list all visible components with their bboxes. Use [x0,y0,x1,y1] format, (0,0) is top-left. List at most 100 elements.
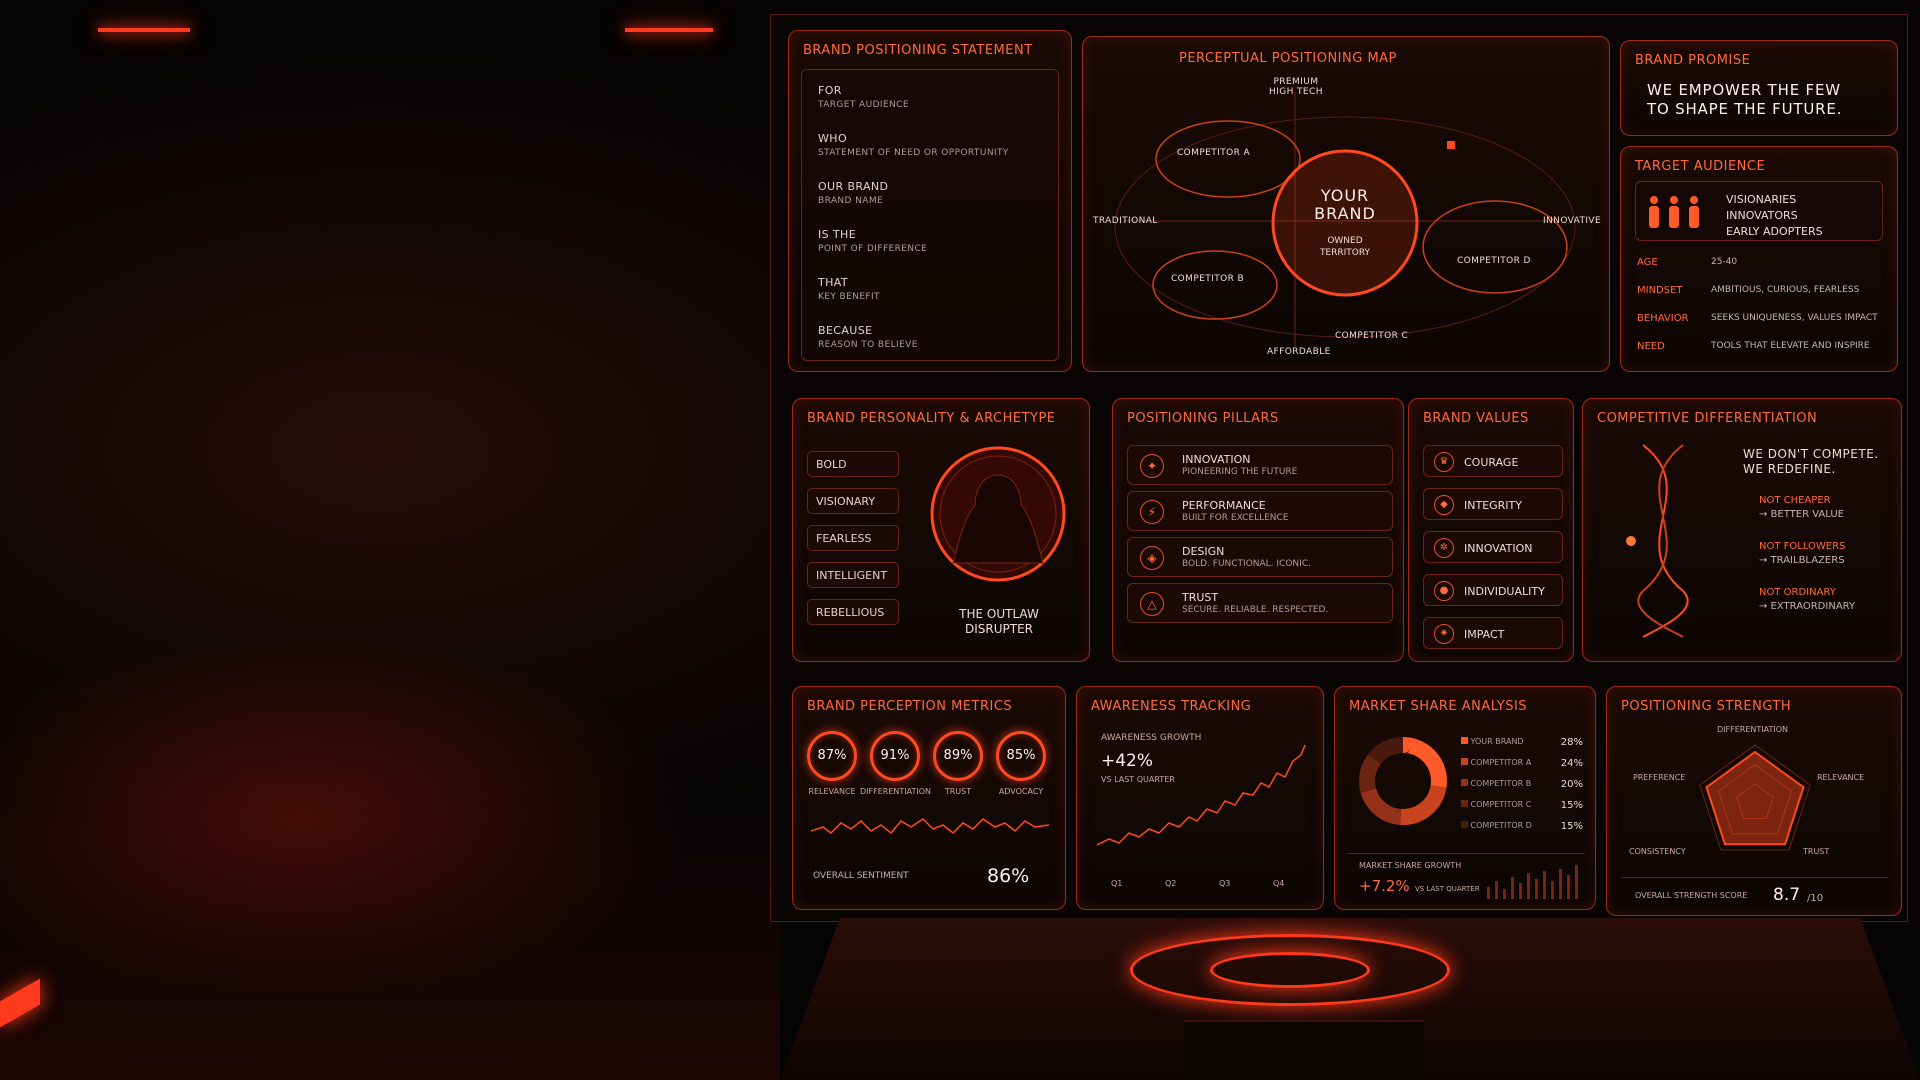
segment-label: EARLY ADOPTERS [1726,225,1823,238]
divider [1621,877,1889,878]
row-key: MINDSET [1637,285,1683,296]
row-key: NEED [1637,341,1665,352]
metric-ring: 89% [933,731,983,781]
value-card: ✲ INNOVATION [1423,531,1563,563]
awareness-sub: VS LAST QUARTER [1101,775,1175,784]
statement-label: THAT [818,276,848,289]
legend-value: 28% [1560,737,1583,748]
panel-title: AWARENESS TRACKING [1091,699,1252,714]
radar-fill [1705,750,1805,846]
panel-title: TARGET AUDIENCE [1635,159,1766,174]
radar-grid [1718,764,1792,835]
statement-row: IS THE POINT OF DIFFERENCE [818,228,927,254]
legend-value: 20% [1560,779,1583,790]
panel-title: MARKET SHARE ANALYSIS [1349,699,1528,714]
panel-title: BRAND POSITIONING STATEMENT [803,43,1033,58]
diff-but: → BETTER VALUE [1759,509,1844,520]
diff-item: NOT ORDINARY→ EXTRAORDINARY [1759,587,1855,612]
row-value: 25-40 [1711,257,1738,267]
statement-label: BECAUSE [818,324,873,337]
panel-title: BRAND VALUES [1423,411,1529,426]
legend-value: 24% [1560,758,1583,769]
radar-grid [1699,744,1811,851]
diff-not: NOT CHEAPER [1759,495,1831,506]
row-key: AGE [1637,257,1658,268]
pillar-sub: BUILT FOR EXCELLENCE [1182,513,1289,523]
positioning-map-panel: PERCEPTUAL POSITIONING MAP PREMIUM HIGH … [1082,36,1610,372]
value-name: INNOVATION [1464,542,1533,555]
awareness-panel: AWARENESS TRACKING AWARENESS GROWTH +42%… [1076,686,1324,910]
ceiling-light [98,28,190,32]
sentiment-value: 86% [987,865,1030,887]
statement-label: OUR BRAND [818,180,889,193]
segment-label: INNOVATORS [1726,209,1798,222]
audience-card: VISIONARIES INNOVATORS EARLY ADOPTERS [1635,181,1883,241]
competitor-d-zone [1422,200,1568,294]
growth-label: MARKET SHARE GROWTH [1359,861,1462,870]
panel-title: POSITIONING STRENGTH [1621,699,1792,714]
sentiment-label: OVERALL SENTIMENT [813,871,909,881]
metric-label: RELEVANCE [808,787,856,796]
legend-name: COMPETITOR A [1470,758,1532,767]
awareness-value: +42% [1101,751,1154,771]
panel-title: BRAND PERSONALITY & ARCHETYPE [807,411,1056,426]
value-name: INDIVIDUALITY [1464,585,1545,598]
segment-label: VISIONARIES [1726,193,1797,206]
statement-label: IS THE [818,228,857,241]
differentiation-panel: COMPETITIVE DIFFERENTIATION WE DON'T COM… [1582,398,1902,662]
score-label: OVERALL STRENGTH SCORE [1635,891,1748,900]
statement-sub: KEY BENEFIT [818,292,880,302]
pillar-sub: SECURE. RELIABLE. RESPECTED. [1182,605,1329,615]
legend-name: COMPETITOR C [1470,800,1532,809]
quarter-label: Q2 [1165,879,1177,888]
legend-swatch [1461,800,1468,807]
statement-sub: REASON TO BELIEVE [818,340,918,350]
axis-top-label: PREMIUM HIGH TECH [1269,77,1323,97]
strength-radar [1699,744,1811,851]
score-value: 8.7 [1773,885,1801,905]
target-audience-panel: TARGET AUDIENCE VISIONARIES INNOVATORS E… [1620,146,1898,372]
legend-item: COMPETITOR A 24% [1461,758,1583,769]
statement-sub: POINT OF DIFFERENCE [818,244,928,254]
legend-value: 15% [1560,821,1583,832]
growth-value: +7.2% [1359,877,1410,895]
people-icon [1649,196,1699,228]
statement-sub: STATEMENT OF NEED OR OPPORTUNITY [818,148,1009,158]
radar-axis-label: PREFERENCE [1633,773,1686,782]
radar-axis-label: TRUST [1803,847,1830,856]
pillar-name: DESIGN [1182,545,1225,558]
gear-icon: ✲ [1434,538,1454,558]
panel-title: PERCEPTUAL POSITIONING MAP [1179,51,1397,66]
star-icon: ✷ [1434,624,1454,644]
console-pad [1130,934,1450,1006]
donut-slice [1359,737,1447,825]
diff-but: → EXTRAORDINARY [1759,601,1856,612]
value-name: COURAGE [1464,456,1519,469]
console-base [1184,1020,1424,1080]
trait-tag: REBELLIOUS [807,599,899,625]
pillar-name: PERFORMANCE [1182,499,1266,512]
triangle-icon: △ [1140,592,1164,616]
competitor-a-label: COMPETITOR A [1177,148,1251,158]
awareness-chart [1097,744,1306,846]
dna-icon [1626,444,1689,638]
donut-slice [1359,737,1447,825]
radar-axis-label: CONSISTENCY [1629,847,1686,856]
brand-promise-panel: BRAND PROMISE WE EMPOWER THE FEW TO SHAP… [1620,40,1898,136]
radar-axis-label: RELEVANCE [1817,773,1865,782]
panel-title: COMPETITIVE DIFFERENTIATION [1597,411,1818,426]
row-value: AMBITIOUS, CURIOUS, FEARLESS [1711,285,1860,295]
shield-icon: ◆ [1434,495,1454,515]
axis-left-label: TRADITIONAL [1093,216,1158,226]
statement-row: THAT KEY BENEFIT [818,276,880,302]
quarter-label: Q1 [1111,879,1123,888]
archetype-label: THE OUTLAW DISRUPTER [959,607,1039,636]
growth-sub: VS LAST QUARTER [1415,885,1480,893]
